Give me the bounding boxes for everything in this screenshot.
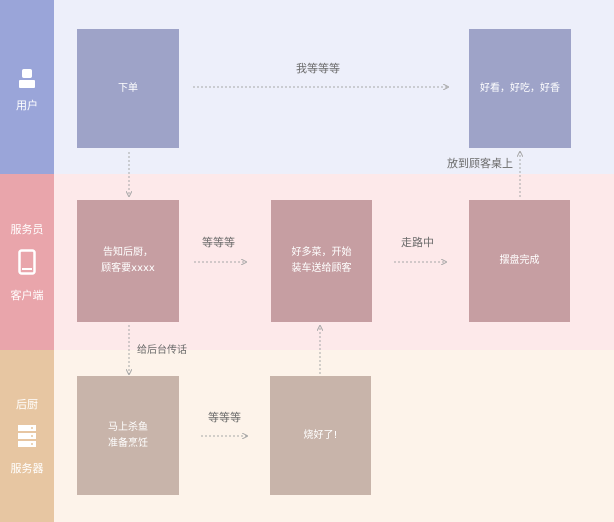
node-prepare-line1: 马上杀鱼: [108, 421, 148, 433]
swimlane-user-header: 用户: [0, 0, 54, 174]
edge-label-wait-kitchen: 等等等: [208, 411, 241, 424]
swimlane-waiter-label-top: 服务员: [10, 223, 44, 236]
node-order-label: 下单: [118, 82, 138, 94]
node-deliver-line1: 好多菜，开始: [291, 247, 352, 258]
edge-label-wait-waiter: 等等等: [202, 236, 235, 249]
swimlane-waiter-header: 服务员 客户端: [0, 174, 54, 350]
swimlane-waiter-label-bottom: 客户端: [10, 289, 44, 302]
swimlane-kitchen-header: 后厨 服务器: [0, 350, 54, 522]
user-icon: [19, 69, 35, 88]
node-enjoy-label: 好看，好吃，好香: [480, 82, 560, 94]
node-cooked-label: 烧好了!: [303, 429, 338, 441]
node-plated: 摆盘完成: [469, 200, 570, 322]
node-order: 下单: [77, 29, 179, 148]
swimlane-kitchen-label-top: 后厨: [16, 398, 38, 411]
node-tell-kitchen-line2: 顾客要xxxx: [101, 263, 155, 274]
edge-label-wait-long: 我等等等: [296, 62, 340, 75]
node-deliver-line2: 装车送给顾客: [291, 263, 352, 274]
swimlane-user-label: 用户: [16, 99, 38, 112]
node-prepare: 马上杀鱼 准备烹饪: [77, 376, 179, 495]
tablet-icon: [18, 249, 36, 275]
node-tell-kitchen: 告知后厨， 顾客要xxxx: [77, 200, 179, 322]
server-icon: [18, 425, 36, 447]
node-deliver: 好多菜，开始 装车送给顾客: [271, 200, 372, 322]
edge-label-on-the-way: 走路中: [401, 236, 434, 249]
node-enjoy: 好看，好吃，好香: [469, 29, 571, 148]
node-tell-kitchen-line1: 告知后厨，: [103, 247, 153, 258]
swimlane-kitchen-label-bottom: 服务器: [10, 462, 44, 475]
edge-label-to-backend: 给后台传话: [137, 345, 187, 356]
node-prepare-line2: 准备烹饪: [108, 437, 148, 449]
node-cooked: 烧好了!: [270, 376, 371, 495]
edge-label-to-table: 放到顾客桌上: [447, 157, 513, 170]
node-plated-label: 摆盘完成: [499, 255, 540, 266]
